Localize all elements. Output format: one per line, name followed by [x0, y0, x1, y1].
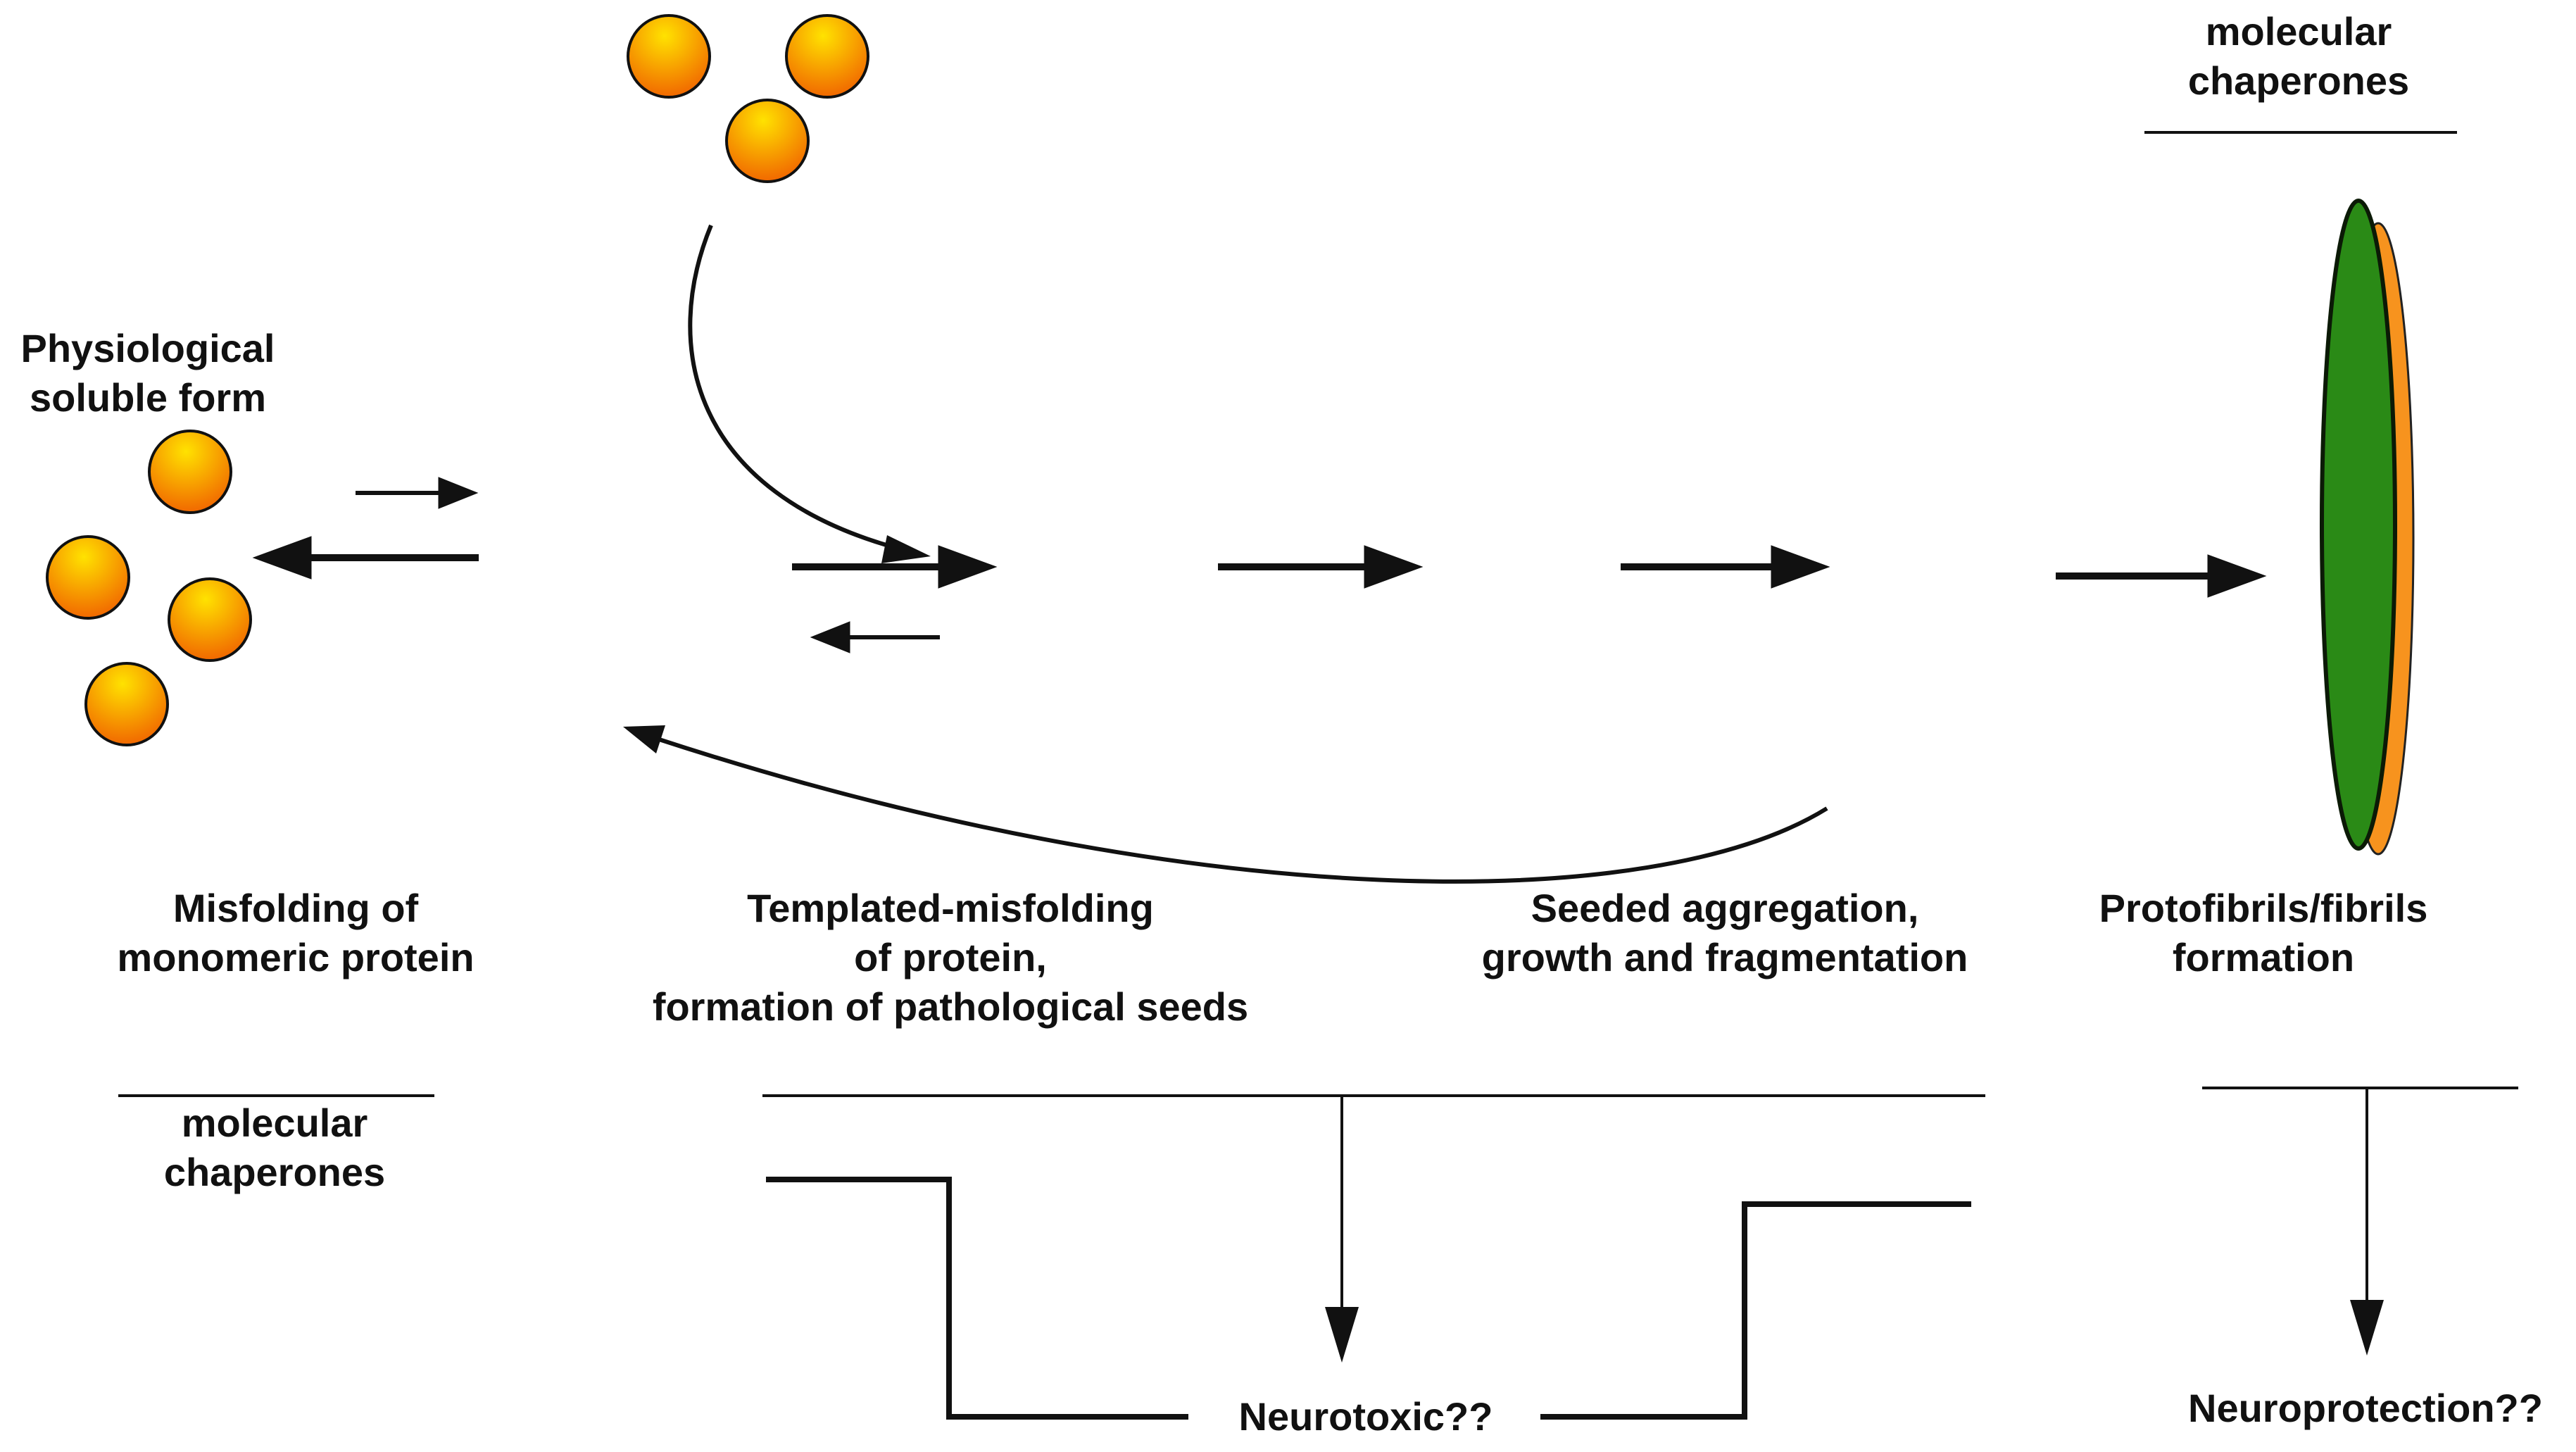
soluble-monomer-sphere	[785, 14, 869, 99]
soluble-monomers-group	[46, 14, 869, 746]
soluble-monomer-sphere	[627, 14, 711, 99]
label-neurotoxic: Neurotoxic??	[1238, 1394, 1493, 1439]
toxicity-window-left	[766, 1177, 1188, 1420]
soluble-monomer-sphere	[84, 662, 169, 746]
label-neuroprotection: Neuroprotection??	[2188, 1386, 2543, 1430]
arrow-to-seed-head	[938, 545, 998, 589]
toxicity-window-right	[1540, 1201, 1971, 1420]
fibril-icon	[2320, 199, 2415, 856]
curved-arrow-monomer-to-seed-head	[881, 535, 931, 563]
curved-arrow-fragment-recycle	[654, 736, 1828, 884]
arrow-forward-misfold-head	[438, 477, 479, 509]
arrow-to-neuroprotection-head	[2350, 1300, 2384, 1356]
arrow-to-growth-head	[1364, 545, 1424, 589]
arrow-back-refold-head	[252, 536, 312, 580]
arrow-to-neurotoxic-head	[1325, 1307, 1359, 1363]
soluble-monomer-sphere	[46, 535, 130, 620]
soluble-monomer-sphere	[168, 577, 252, 662]
arrow-to-fragment-head	[1771, 545, 1830, 589]
misfolded-protein-group	[553, 294, 1950, 694]
soluble-monomer-sphere	[725, 99, 810, 183]
label-seeded-aggregation: Seeded aggregation,growth and fragmentat…	[1481, 886, 1968, 980]
arrow-seed-reverse-head	[810, 621, 850, 653]
curved-arrow-fragment-recycle-head	[623, 725, 665, 753]
curved-arrow-monomer-to-seed	[688, 224, 902, 551]
soluble-monomer-sphere	[148, 430, 232, 514]
arrow-to-fibril-head	[2207, 554, 2267, 598]
